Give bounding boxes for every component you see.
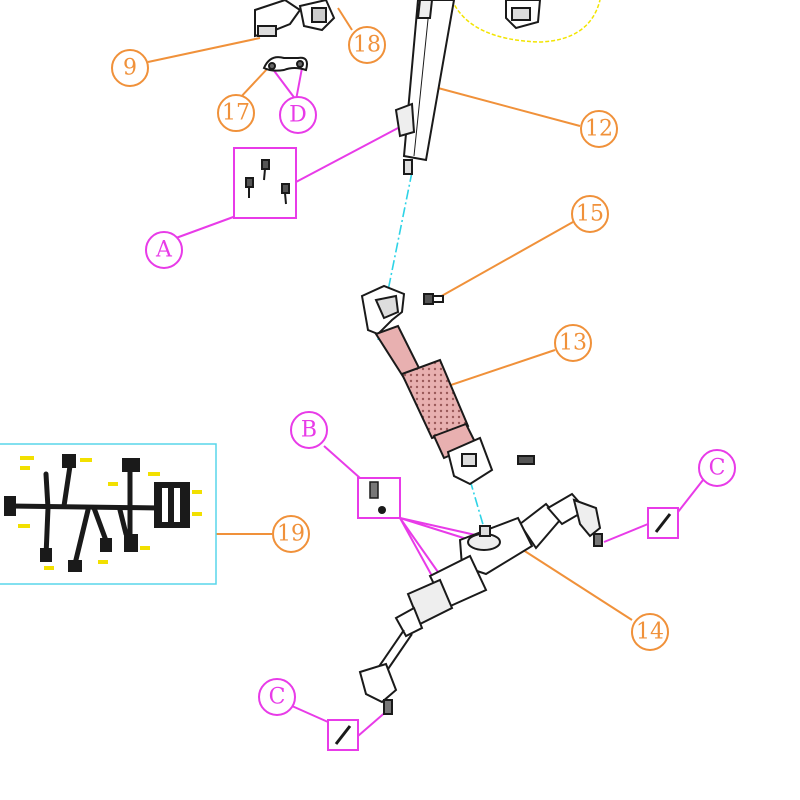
svg-text:14: 14 <box>636 620 664 645</box>
callout-13: 13 <box>554 324 592 362</box>
part-17-clamp <box>262 56 308 72</box>
orange-leader-lines <box>147 7 633 621</box>
svg-text:15: 15 <box>576 202 604 227</box>
part-9-bracket <box>254 0 302 38</box>
callout-c-right: C <box>698 449 736 487</box>
callout-15: 15 <box>571 195 609 233</box>
svg-text:18: 18 <box>353 33 381 58</box>
svg-text:C: C <box>269 685 286 710</box>
svg-text:19: 19 <box>277 522 305 547</box>
svg-text:B: B <box>301 418 317 443</box>
hardware-box-a <box>233 147 297 219</box>
callout-17: 17 <box>217 94 255 132</box>
hardware-box-c-right <box>647 507 679 539</box>
shaft-pinch-bolt <box>517 455 535 465</box>
svg-text:A: A <box>155 238 173 263</box>
callout-c-left: C <box>258 678 296 716</box>
svg-text:13: 13 <box>559 331 587 356</box>
svg-text:C: C <box>709 456 726 481</box>
callout-18: 18 <box>348 26 386 64</box>
hardware-box-c-left <box>327 719 359 751</box>
svg-text:17: 17 <box>222 101 250 126</box>
svg-text:12: 12 <box>585 117 613 142</box>
top-right-fitting <box>505 0 542 30</box>
callout-9: 9 <box>111 49 149 87</box>
part-13-intermediate-shaft <box>360 284 494 486</box>
svg-text:D: D <box>289 103 307 128</box>
part-18-clip <box>298 0 336 32</box>
callout-b: B <box>290 411 328 449</box>
centerline <box>377 171 485 529</box>
part-19-wiring-harness <box>0 443 217 585</box>
callout-14: 14 <box>631 613 669 651</box>
hardware-box-b <box>357 477 401 519</box>
svg-text:9: 9 <box>123 56 137 81</box>
part-14-steering-rack <box>358 492 603 715</box>
callout-a: A <box>145 231 183 269</box>
callout-12: 12 <box>580 110 618 148</box>
yellow-reference-arc <box>451 0 601 43</box>
callout-d: D <box>279 96 317 134</box>
part-15-bolt <box>423 293 444 305</box>
part-12-steering-column <box>394 0 456 175</box>
callout-19: 19 <box>272 515 310 553</box>
magenta-leader-lines <box>175 67 704 737</box>
